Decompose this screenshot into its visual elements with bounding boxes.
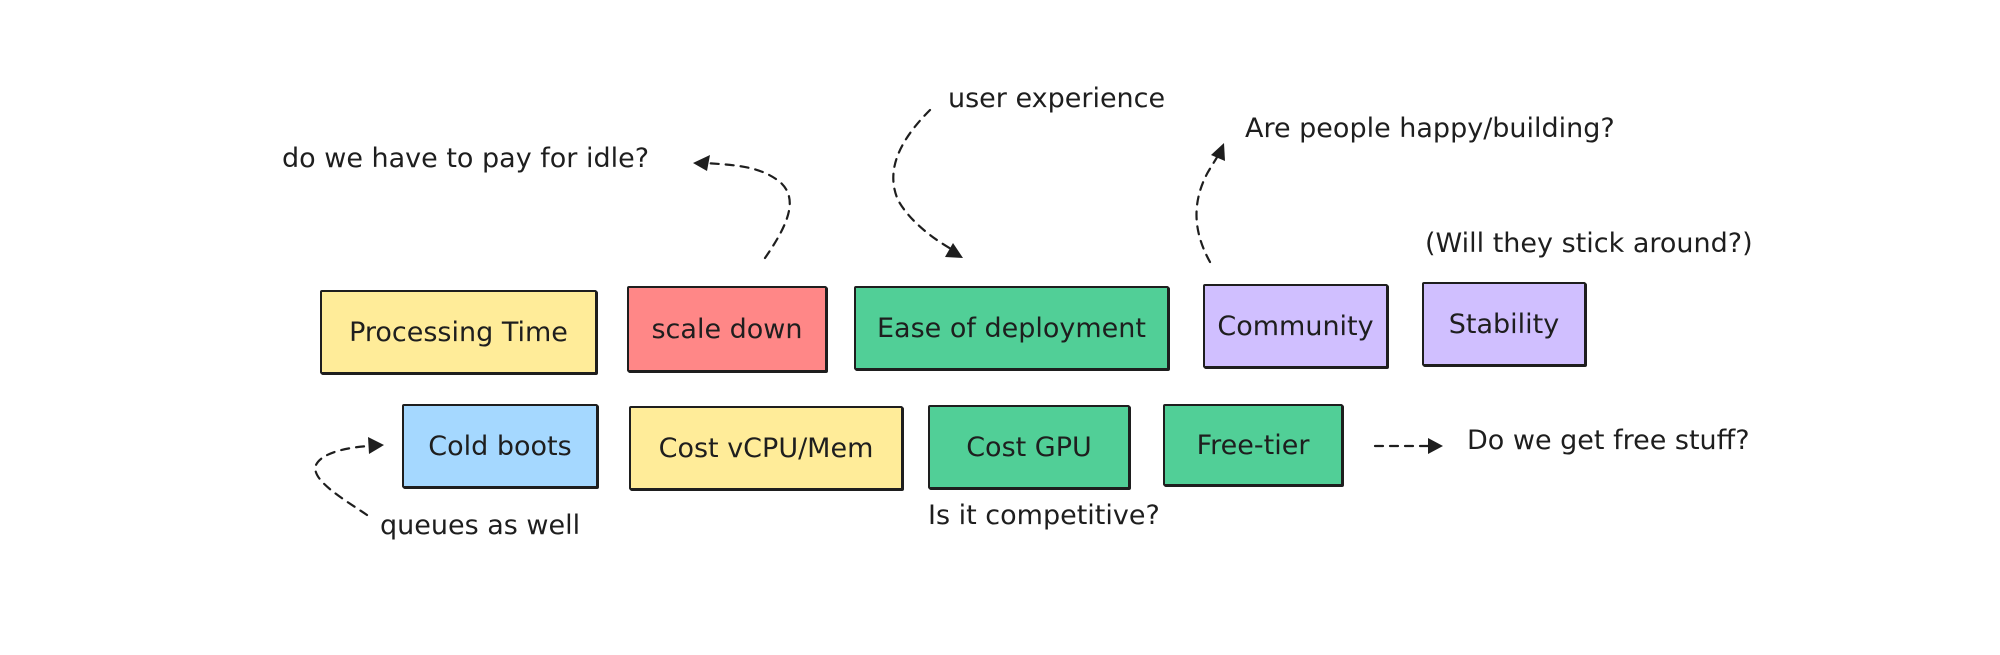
queues-note: queues as well (380, 510, 581, 541)
competitive-note: Is it competitive? (928, 500, 1160, 531)
people-happy-note: Are people happy/building? (1245, 113, 1615, 144)
community-box: Community (1203, 284, 1388, 368)
pay-for-idle-note: do we have to pay for idle? (282, 143, 650, 174)
cost-gpu-box: Cost GPU (928, 405, 1130, 489)
queues-to-cold-boots-arrow (314, 437, 384, 517)
scale-down-to-idle-arrow (693, 155, 791, 260)
cost-vcpu-mem-box: Cost vCPU/Mem (629, 406, 903, 490)
processing-time-box: Processing Time (320, 290, 597, 374)
user-experience-to-deployment-arrow (892, 108, 963, 258)
free-tier-box: Free-tier (1163, 404, 1343, 486)
scale-down-label: scale down (651, 313, 803, 345)
cold-boots-box: Cold boots (402, 404, 598, 488)
scale-down-box: scale down (627, 286, 827, 372)
ease-of-deployment-box: Ease of deployment (854, 286, 1169, 370)
stick-around-note: (Will they stick around?) (1425, 228, 1753, 259)
stability-label: Stability (1448, 308, 1560, 340)
free-tier-to-free-stuff-arrow (1373, 438, 1443, 454)
cost-gpu-label: Cost GPU (966, 431, 1092, 463)
processing-time-label: Processing Time (349, 316, 568, 348)
free-tier-label: Free-tier (1196, 429, 1310, 461)
community-to-happy-arrow (1195, 143, 1225, 264)
cold-boots-label: Cold boots (428, 430, 572, 462)
user-experience-note: user experience (948, 83, 1166, 114)
free-stuff-note: Do we get free stuff? (1467, 425, 1750, 456)
stability-box: Stability (1422, 282, 1586, 366)
community-label: Community (1217, 310, 1374, 342)
ease-of-deployment-label: Ease of deployment (877, 312, 1146, 344)
cost-vcpu-mem-label: Cost vCPU/Mem (658, 432, 874, 464)
